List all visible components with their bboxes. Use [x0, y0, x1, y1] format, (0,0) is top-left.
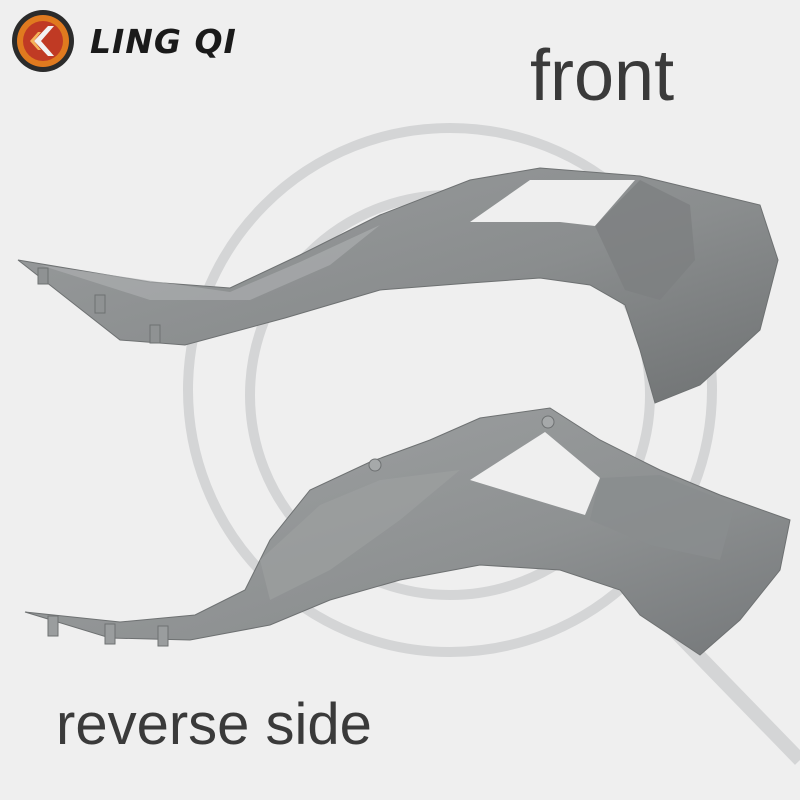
front-view-panel [17, 167, 779, 404]
front-panel-tabs [37, 267, 161, 344]
reverse-panel-body [24, 407, 791, 656]
reverse-side-label: reverse side [56, 692, 372, 757]
front-tab [149, 324, 161, 344]
reverse-panel-mounts [368, 415, 555, 472]
reverse-panel-facet [590, 475, 735, 560]
mount-boss [541, 415, 555, 429]
front-panel-highlight [40, 225, 380, 300]
chevron-circle-logo-icon [12, 10, 74, 72]
outer-ring [183, 123, 717, 657]
front-panel-facet [595, 180, 695, 300]
reverse-tab [104, 623, 116, 645]
reverse-panel-inner-face [260, 470, 460, 600]
front-tab [37, 267, 49, 285]
brand-name: LING QI [90, 21, 237, 61]
reverse-view-panel [24, 407, 791, 656]
mount-boss [368, 458, 382, 472]
reverse-panel-window [470, 432, 600, 515]
front-view-label: front [530, 36, 675, 116]
brand-logo: LING QI [10, 8, 237, 74]
front-tab [94, 294, 106, 314]
front-panel-body [17, 167, 779, 404]
front-panel-window [470, 180, 635, 226]
reverse-panel-tabs [47, 615, 169, 647]
reverse-tab [47, 615, 59, 637]
reverse-tab [157, 625, 169, 647]
